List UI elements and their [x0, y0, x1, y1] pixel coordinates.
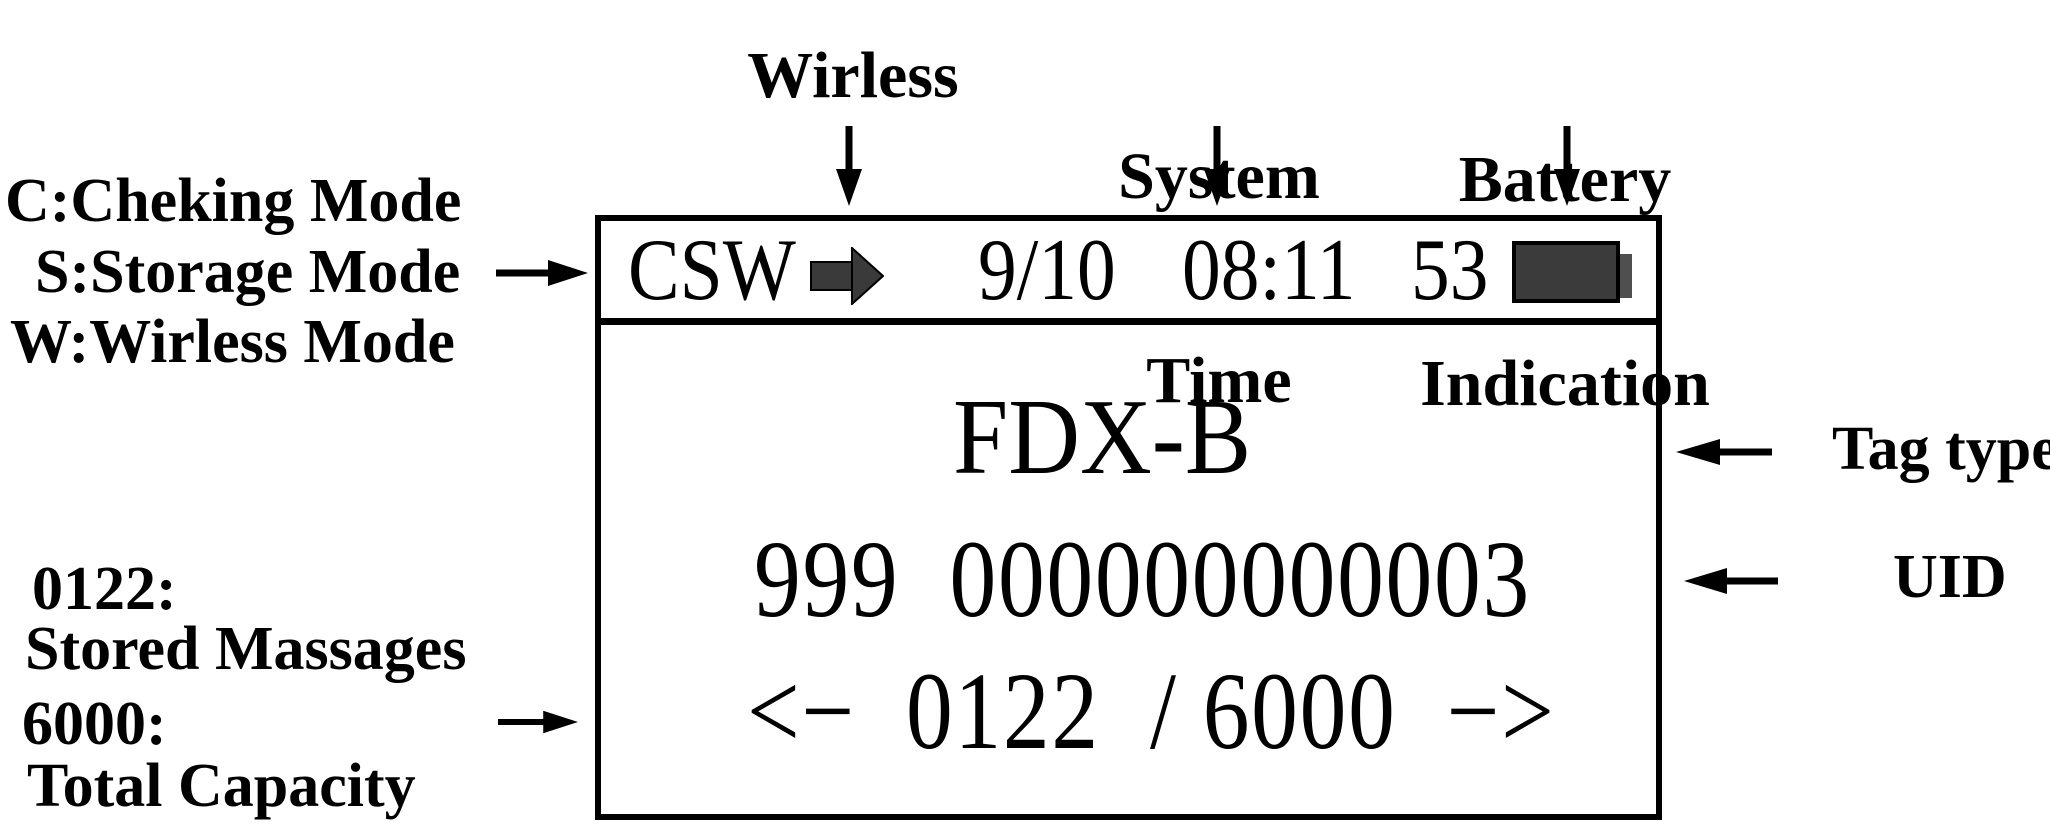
stored-messages-label: Stored Massages	[25, 615, 467, 683]
arrow-down-system-time	[1204, 126, 1230, 206]
mode-legend-checking: C:Cheking Mode	[5, 167, 462, 235]
uid-value: 999 000000000003	[754, 518, 1531, 640]
message-pager: <− 0122 / 6000 −>	[747, 650, 1556, 772]
mode-legend-wireless: W:Wirless Mode	[10, 308, 455, 376]
mode-letters: CSW	[628, 222, 796, 319]
arrow-down-battery	[1554, 126, 1580, 206]
wireless-label: Wirless	[747, 39, 959, 112]
status-bar: CSW 9/10 08:11 53	[601, 221, 1656, 325]
battery-indication-label: Battery Indication	[1420, 10, 1710, 554]
mode-legend-storage: S:Storage Mode	[35, 238, 461, 306]
system-time: 08:11	[1182, 222, 1356, 319]
total-capacity-value: 6000:	[22, 690, 167, 758]
system-time-label-line2: Time	[1146, 344, 1292, 417]
arrow-right-capacity	[498, 710, 578, 734]
arrow-left-uid	[1684, 568, 1778, 594]
mode-block-arrow-icon	[810, 247, 884, 305]
battery-indication-label-line2: Indication	[1420, 347, 1710, 420]
tag-type-value: FDX-B	[953, 378, 1252, 497]
tag-type-label: Tag type	[1832, 415, 2050, 483]
stored-messages-value: 0122:	[32, 555, 177, 623]
total-capacity-label: Total Capacity	[27, 752, 416, 820]
lcd-display: CSW 9/10 08:11 53 FDX-B 999 000000000003…	[595, 215, 1662, 820]
battery-icon	[1512, 241, 1632, 303]
system-time-label: System Time	[1118, 7, 1320, 551]
battery-percent: 53	[1411, 222, 1489, 319]
system-date: 9/10	[978, 222, 1116, 319]
battery-nub	[1620, 254, 1632, 298]
uid-label: UID	[1893, 543, 2007, 611]
arrow-right-modes	[496, 260, 588, 286]
arrow-left-tag-type	[1676, 439, 1772, 465]
arrow-down-wireless	[836, 126, 862, 206]
